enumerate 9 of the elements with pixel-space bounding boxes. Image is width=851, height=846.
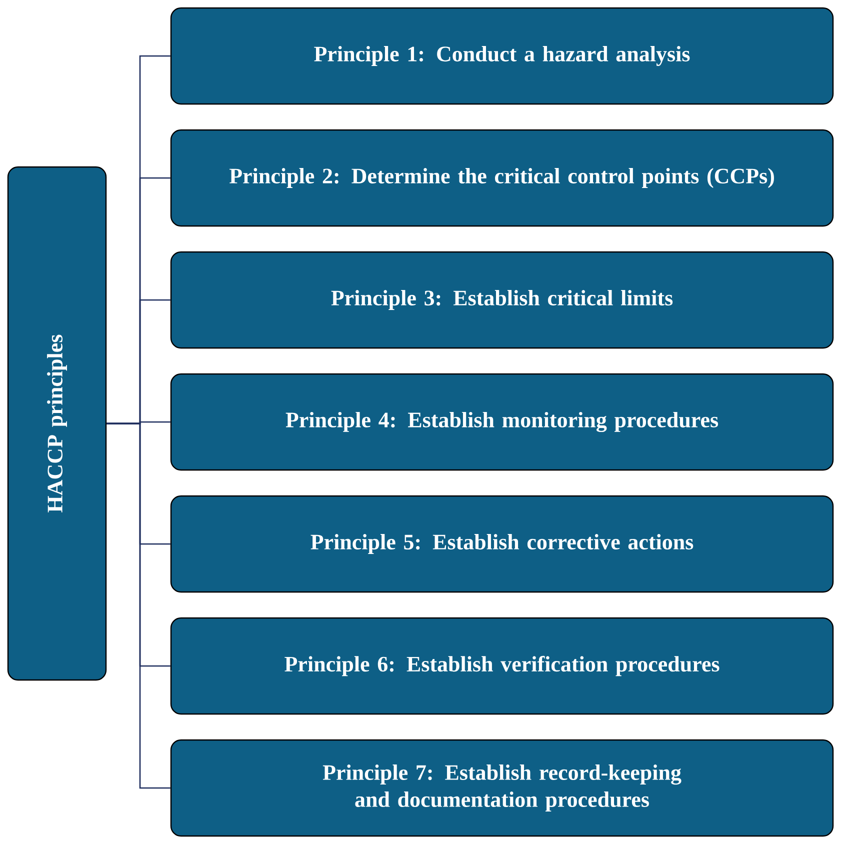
principle-box: Principle 5: Establish corrective actions: [170, 495, 834, 593]
principle-box: Principle 4: Establish monitoring procedures: [170, 373, 834, 471]
principle-box: Principle 1: Conduct a hazard analysis: [170, 7, 834, 105]
principle-box: Principle 2: Determine the critical control points (CCPs): [170, 129, 834, 227]
principle-box: Principle 3: Establish critical limits: [170, 251, 834, 349]
connector-line: [106, 422, 170, 789]
principle-box: Principle 6: Establish verification procedures: [170, 617, 834, 715]
principle-box: HACCP principles: [7, 166, 107, 681]
principle-box: Principle 7: Establish record-keeping and documentation procedures: [170, 739, 834, 837]
